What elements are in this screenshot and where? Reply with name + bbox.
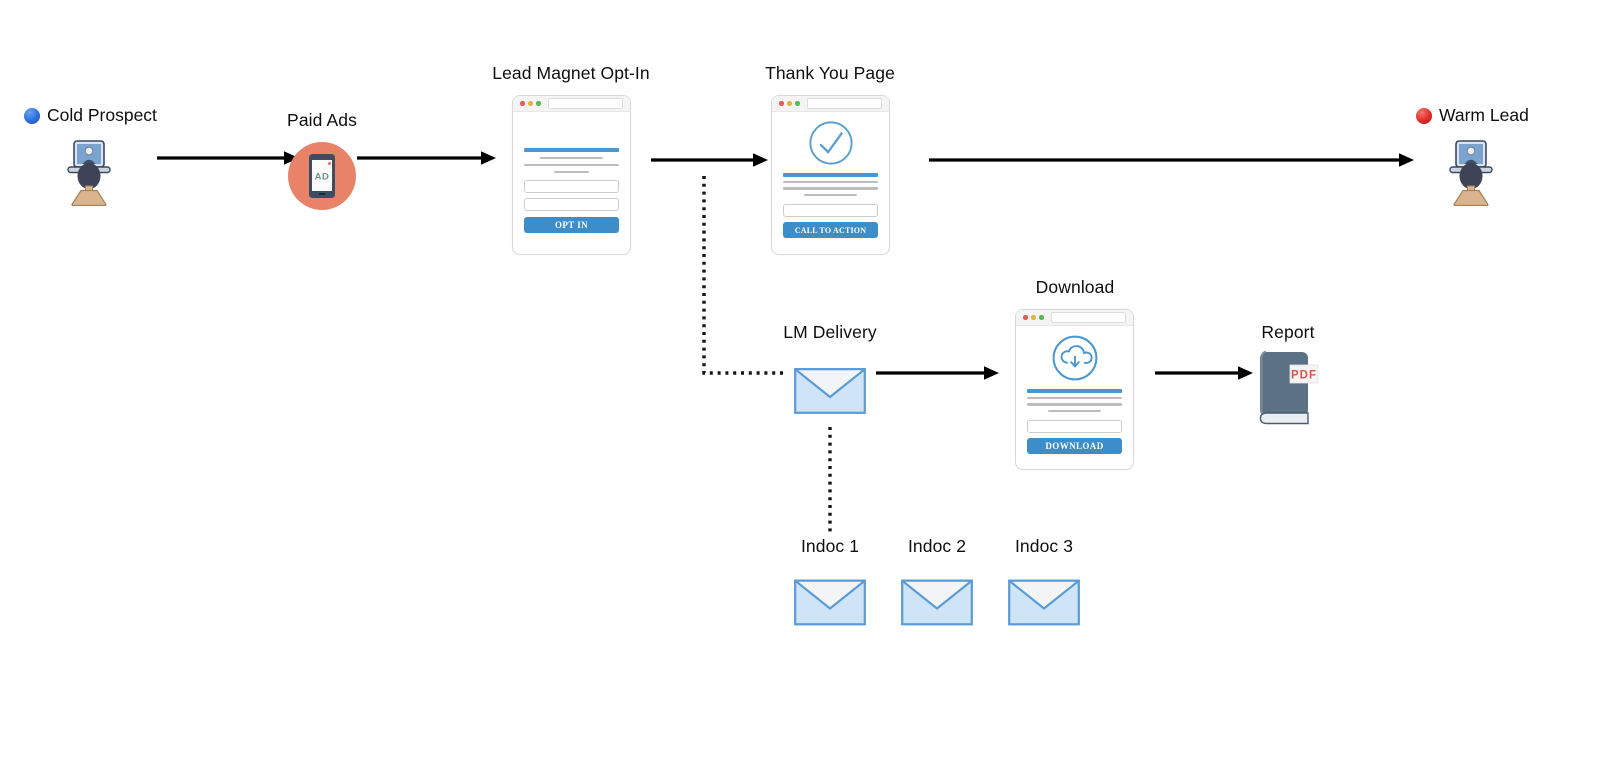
window-dot-yellow-icon xyxy=(787,101,792,106)
envelope-icon xyxy=(901,579,973,626)
optin-page-content: OPT IN xyxy=(513,112,630,233)
node-paid-ads[interactable]: AD xyxy=(288,142,356,215)
envelope-icon xyxy=(794,368,866,414)
window-dot-yellow-icon xyxy=(1031,315,1036,320)
window-dot-red-icon xyxy=(520,101,525,106)
text-line xyxy=(1047,409,1102,412)
node-indoc-2[interactable] xyxy=(901,579,973,631)
form-field xyxy=(1027,420,1122,433)
text-line xyxy=(524,163,619,166)
heading-line xyxy=(524,148,619,152)
text-line xyxy=(783,180,878,183)
text-line xyxy=(540,156,603,159)
warm-dot-icon xyxy=(1416,107,1432,124)
window-dot-yellow-icon xyxy=(528,101,533,106)
heading-line xyxy=(783,173,878,177)
form-field xyxy=(524,198,619,211)
arrow-paid-ads-to-lead-magnet[interactable] xyxy=(357,151,496,165)
window-dot-green-icon xyxy=(1039,315,1044,320)
window-dot-red-icon xyxy=(779,101,784,106)
text-line xyxy=(783,187,878,190)
dotted-connector-optin-to-lm-delivery[interactable] xyxy=(702,176,787,375)
node-label-indoc-1: Indoc 1 xyxy=(800,536,860,556)
ad-tablet-icon: AD xyxy=(288,142,356,210)
arrow-cold-prospect-to-paid-ads[interactable] xyxy=(157,151,299,165)
arrow-lead-magnet-to-thank-you[interactable] xyxy=(651,153,768,167)
node-thank-you-window[interactable]: CALL TO ACTION xyxy=(771,95,890,255)
node-label-lead-magnet: Lead Magnet Opt-In xyxy=(492,63,650,83)
node-label-download: Download xyxy=(1035,277,1115,297)
warm-lead-person[interactable] xyxy=(1444,140,1498,211)
text-line xyxy=(1027,396,1122,399)
node-label: Cold Prospect xyxy=(47,105,157,125)
svg-text:PDF: PDF xyxy=(1291,370,1317,382)
node-label-report: Report xyxy=(1261,322,1315,342)
node-cold-prospect[interactable]: Cold Prospect xyxy=(24,105,157,126)
arrow-thank-you-to-warm-lead[interactable] xyxy=(929,153,1414,167)
arrow-lm-delivery-to-download[interactable] xyxy=(876,366,999,380)
node-label-paid-ads: Paid Ads xyxy=(287,110,357,130)
form-field xyxy=(524,180,619,193)
node-label-lm-delivery: LM Delivery xyxy=(783,322,877,342)
svg-text:AD: AD xyxy=(315,172,330,183)
browser-titlebar xyxy=(772,96,889,112)
address-bar xyxy=(548,98,623,109)
node-lead-magnet-window[interactable]: OPT IN xyxy=(512,95,631,255)
form-field xyxy=(783,204,878,217)
call-to-action-button: CALL TO ACTION xyxy=(783,222,878,238)
node-label: Warm Lead xyxy=(1439,105,1529,125)
address-bar xyxy=(1051,312,1126,323)
node-indoc-3[interactable] xyxy=(1008,579,1080,631)
download-page-content: DOWNLOAD xyxy=(1016,326,1133,454)
envelope-icon xyxy=(1008,579,1080,626)
address-bar xyxy=(807,98,882,109)
text-line xyxy=(554,170,589,173)
browser-titlebar xyxy=(513,96,630,112)
node-lm-delivery[interactable] xyxy=(794,368,866,419)
check-circle-icon xyxy=(808,121,853,165)
node-download-window[interactable]: DOWNLOAD xyxy=(1015,309,1134,470)
arrow-download-to-report[interactable] xyxy=(1155,366,1253,380)
node-label-indoc-3: Indoc 3 xyxy=(1014,536,1074,556)
window-dot-green-icon xyxy=(536,101,541,106)
text-line xyxy=(803,193,858,196)
node-report[interactable]: PDF xyxy=(1254,350,1322,433)
download-button: DOWNLOAD xyxy=(1027,438,1122,454)
cloud-download-icon xyxy=(1052,335,1097,381)
optin-button: OPT IN xyxy=(524,217,619,233)
person-at-computer-icon xyxy=(67,140,111,207)
cold-prospect-person[interactable] xyxy=(62,140,116,211)
node-indoc-1[interactable] xyxy=(794,579,866,631)
heading-line xyxy=(1027,389,1122,393)
book-pdf-icon: PDF xyxy=(1259,351,1319,425)
text-line xyxy=(1027,403,1122,406)
thank-you-page-content: CALL TO ACTION xyxy=(772,112,889,238)
person-at-computer-icon xyxy=(1449,140,1493,207)
node-label-thank-you: Thank You Page xyxy=(765,63,895,83)
browser-titlebar xyxy=(1016,310,1133,326)
window-dot-red-icon xyxy=(1023,315,1028,320)
node-label-indoc-2: Indoc 2 xyxy=(907,536,967,556)
envelope-icon xyxy=(794,579,866,626)
window-dot-green-icon xyxy=(795,101,800,106)
cold-dot-icon xyxy=(24,107,40,124)
node-warm-lead[interactable]: Warm Lead xyxy=(1416,105,1529,126)
